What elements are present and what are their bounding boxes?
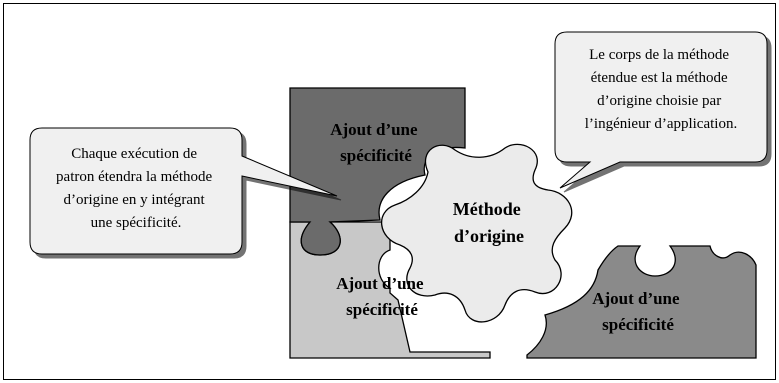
- label-light-piece: Ajout d’une spécificité: [336, 274, 428, 319]
- label-right-piece: Ajout d’une spécificité: [592, 289, 684, 334]
- callout-left-text: Chaque exécution de patron étendra la mé…: [56, 146, 216, 231]
- callout-right-text: Le corps de la méthode étendue est la mé…: [585, 47, 737, 132]
- label-center-piece: Méthode d’origine: [453, 199, 525, 246]
- puzzle-piece-right: [526, 245, 757, 359]
- callout-left: [29, 127, 338, 255]
- callout-right: [554, 31, 768, 189]
- label-dark-piece: Ajout d’une spécificité: [330, 120, 422, 165]
- puzzle-piece-center: [380, 143, 573, 323]
